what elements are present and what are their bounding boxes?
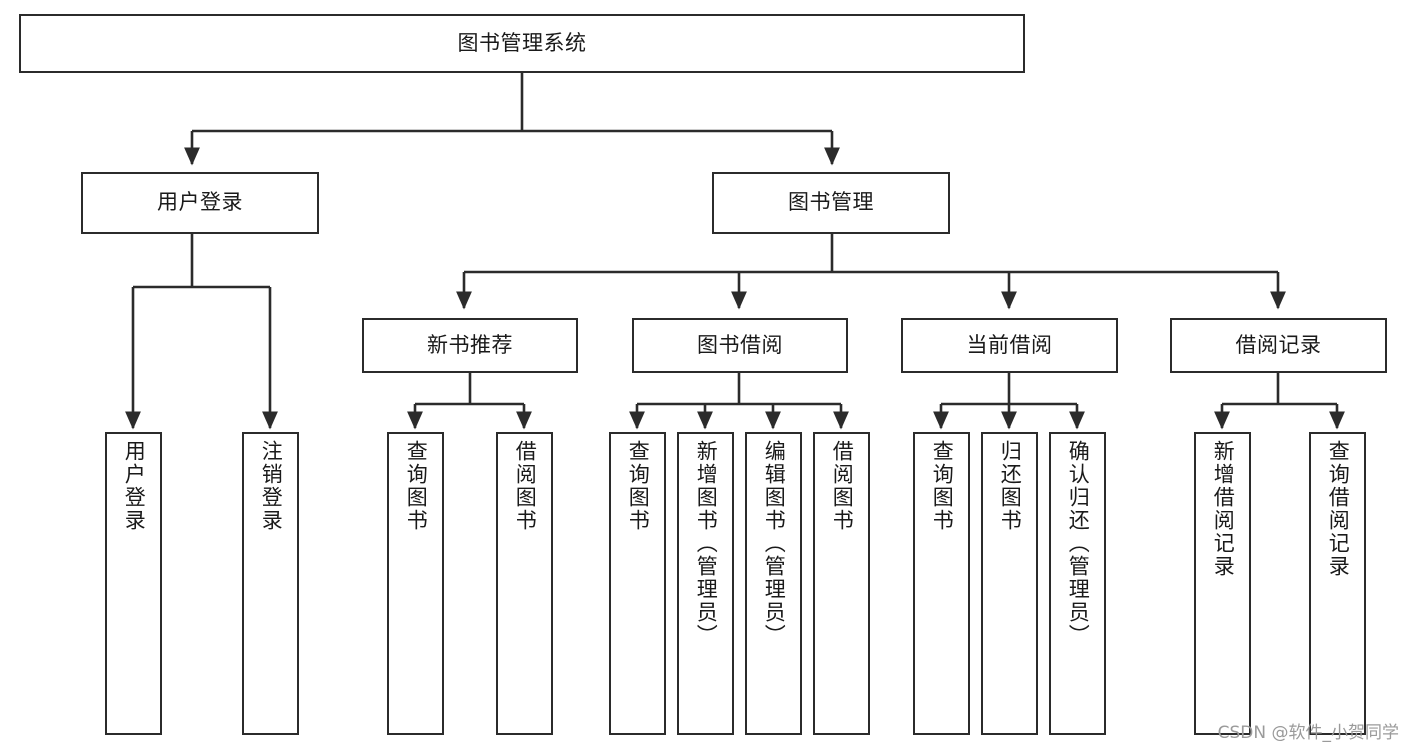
node-label: 图书管理 <box>788 190 874 215</box>
node-root-system[interactable]: 图书管理系统 <box>19 14 1025 73</box>
leaf-new-book-query[interactable]: 查询图书 <box>387 432 444 735</box>
node-label: 借阅图书 <box>830 440 855 532</box>
leaf-new-book-borrow[interactable]: 借阅图书 <box>496 432 553 735</box>
node-label: 借阅图书 <box>513 440 538 532</box>
leaf-current-borrow-query[interactable]: 查询图书 <box>913 432 970 735</box>
node-label: 图书管理系统 <box>457 30 587 55</box>
node-book-borrow[interactable]: 图书借阅 <box>632 318 848 373</box>
node-label: 注销登录 <box>259 440 284 532</box>
node-label: 查询借阅记录 <box>1326 440 1351 578</box>
watermark-text: CSDN @软件_小贺同学 <box>1217 723 1399 743</box>
leaf-book-borrow-edit[interactable]: 编辑图书（管理员） <box>745 432 802 735</box>
node-new-book-recommend[interactable]: 新书推荐 <box>362 318 578 373</box>
node-label: 新增图书（管理员） <box>694 440 719 647</box>
leaf-user-login-signin[interactable]: 用户登录 <box>105 432 162 735</box>
node-label: 编辑图书（管理员） <box>762 440 787 647</box>
node-label: 查询图书 <box>404 440 429 532</box>
node-borrow-record[interactable]: 借阅记录 <box>1170 318 1387 373</box>
node-user-login[interactable]: 用户登录 <box>81 172 319 234</box>
node-label: 查询图书 <box>626 440 651 532</box>
leaf-user-login-signout[interactable]: 注销登录 <box>242 432 299 735</box>
node-book-management[interactable]: 图书管理 <box>712 172 950 234</box>
leaf-borrow-record-query[interactable]: 查询借阅记录 <box>1309 432 1366 735</box>
leaf-current-borrow-confirm-return[interactable]: 确认归还（管理员） <box>1049 432 1106 735</box>
leaf-current-borrow-return[interactable]: 归还图书 <box>981 432 1038 735</box>
leaf-book-borrow-add[interactable]: 新增图书（管理员） <box>677 432 734 735</box>
node-label: 当前借阅 <box>966 332 1053 357</box>
leaf-borrow-record-add[interactable]: 新增借阅记录 <box>1194 432 1251 735</box>
node-current-borrow[interactable]: 当前借阅 <box>901 318 1118 373</box>
leaf-book-borrow-lend[interactable]: 借阅图书 <box>813 432 870 735</box>
node-label: 确认归还（管理员） <box>1066 440 1091 647</box>
node-label: 借阅记录 <box>1235 332 1322 357</box>
node-label: 查询图书 <box>930 440 955 532</box>
node-label: 新增借阅记录 <box>1211 440 1236 578</box>
node-label: 用户登录 <box>157 190 243 215</box>
node-label: 归还图书 <box>998 440 1023 532</box>
leaf-book-borrow-query[interactable]: 查询图书 <box>609 432 666 735</box>
node-label: 用户登录 <box>122 440 147 532</box>
node-label: 图书借阅 <box>697 332 783 357</box>
node-label: 新书推荐 <box>427 332 513 357</box>
